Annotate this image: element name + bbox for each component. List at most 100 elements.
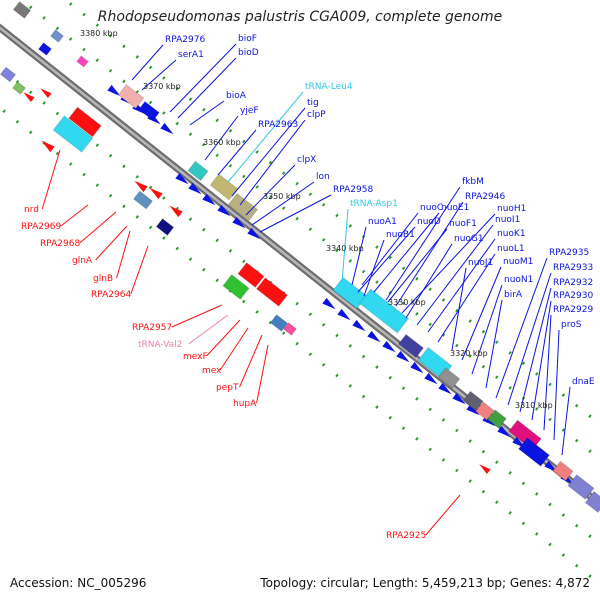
forward-gene xyxy=(352,319,366,332)
gene-label-nuoe1: nuoE1 xyxy=(441,203,469,213)
forward-gene xyxy=(188,182,202,195)
forward-gene xyxy=(202,193,216,206)
connector-line xyxy=(141,59,177,91)
connector-line xyxy=(471,284,503,375)
gene-label-yjef: yjeF xyxy=(240,106,259,116)
forward-gene xyxy=(382,340,396,353)
gene-block xyxy=(517,437,551,467)
gene-label-tig: tig xyxy=(307,98,319,108)
forward-gene xyxy=(217,204,231,217)
gene-block xyxy=(138,100,160,122)
forward-gene xyxy=(160,122,174,135)
connector-line xyxy=(251,181,315,226)
gene-block xyxy=(397,333,425,359)
gene-label-rpa2964: RPA2964 xyxy=(91,290,131,300)
connector-line xyxy=(363,239,385,297)
connector-line xyxy=(217,129,257,176)
connector-line xyxy=(239,334,263,388)
kbp-tick-label: 3310 kbp xyxy=(515,401,553,410)
gene-block xyxy=(358,288,410,334)
kbp-tick-label: 3360 kbp xyxy=(203,138,241,147)
gene-label-nuol1: nuoL1 xyxy=(497,244,525,254)
connector-line xyxy=(357,226,416,293)
connector-line xyxy=(116,230,131,279)
gene-label-trna-leu4: tRNA-Leu4 xyxy=(305,82,353,92)
connector-line xyxy=(385,186,461,301)
connector-line xyxy=(60,204,89,227)
connector-line xyxy=(461,266,502,361)
connector-line xyxy=(131,44,164,81)
gene-block xyxy=(462,390,484,412)
forward-gene xyxy=(232,216,246,229)
gene-label-nuok1: nuoK1 xyxy=(497,229,526,239)
connector-line xyxy=(79,211,117,244)
forward-gene xyxy=(337,308,351,321)
forward-gene xyxy=(367,330,381,343)
gene-label-rpa2968: RPA2968 xyxy=(40,239,80,249)
gene-label-rpa2958: RPA2958 xyxy=(333,185,373,195)
gene-block xyxy=(508,419,542,451)
forward-gene xyxy=(466,403,480,416)
gene-label-rpa2929: RPA2929 xyxy=(553,305,593,315)
gene-label-hupa: hupA xyxy=(233,399,257,409)
gene-label-trna-asp1: tRNA-Asp1 xyxy=(350,199,398,209)
gene-label-glna: glnA xyxy=(72,256,93,266)
kbp-tick-label: 3350 kbp xyxy=(263,192,301,201)
gene-arrow xyxy=(169,205,183,218)
kbp-tick-label: 3330 kbp xyxy=(388,298,426,307)
gene-block xyxy=(437,367,461,389)
gene-block xyxy=(0,66,17,83)
gene-label-rpa2932: RPA2932 xyxy=(553,278,593,288)
connector-line xyxy=(425,494,461,536)
connector-line xyxy=(204,115,239,161)
gene-label-biof: bioF xyxy=(238,34,257,44)
gene-label-rpa2930: RPA2930 xyxy=(553,291,593,301)
gene-label-nuob1: nuoB1 xyxy=(386,230,415,240)
gene-arrow xyxy=(134,180,148,193)
connector-line xyxy=(373,212,440,293)
gene-block xyxy=(49,29,65,43)
feature-blocks xyxy=(0,1,600,514)
topology-text: Topology: circular; Length: 5,459,213 bp… xyxy=(260,576,590,590)
gene-block xyxy=(227,192,259,222)
connector-line xyxy=(561,386,571,456)
forward-gene xyxy=(322,297,336,310)
gene-arrow xyxy=(40,88,52,99)
gene-label-nuoa1: nuoA1 xyxy=(368,217,397,227)
gene-label-nuoh1: nuoH1 xyxy=(497,204,526,214)
connector-line xyxy=(531,300,552,421)
kbp-tick-label: 3320 kbp xyxy=(450,349,488,358)
kbp-tick-label: 3370 kbp xyxy=(143,82,181,91)
gene-arrow xyxy=(23,92,35,103)
gene-block xyxy=(487,409,507,429)
connector-line xyxy=(231,107,306,197)
connector-line xyxy=(245,164,296,216)
gene-label-rpa2963: RPA2963 xyxy=(258,120,298,130)
forward-gene xyxy=(396,350,410,363)
connector-line xyxy=(219,327,249,371)
connector-line xyxy=(188,314,229,345)
gene-label-rpa2946: RPA2946 xyxy=(465,192,505,202)
gene-label-rpa2935: RPA2935 xyxy=(549,248,589,258)
gene-block xyxy=(76,55,89,68)
gene-label-biod: bioD xyxy=(238,48,259,58)
gene-label-rpa2957: RPA2957 xyxy=(132,323,172,333)
gene-label-glnb: glnB xyxy=(93,274,113,284)
gene-label-fkbm: fkbM xyxy=(462,177,484,187)
kbp-tick-label: 3340 kbp xyxy=(326,244,364,253)
forward-gene xyxy=(107,84,121,97)
connector-line xyxy=(361,212,419,286)
connector-line xyxy=(507,272,552,406)
gene-label-clpp: clpP xyxy=(307,110,326,120)
gene-label-nuod: nuoD xyxy=(417,217,441,227)
gene-block xyxy=(132,190,154,210)
gene-block xyxy=(187,160,209,182)
gene-label-rpa2976: RPA2976 xyxy=(165,35,205,45)
connector-line xyxy=(495,257,548,399)
gene-label-pept: pepT xyxy=(216,383,239,393)
gene-block xyxy=(567,474,595,500)
gene-label-dnae: dnaE xyxy=(572,377,595,387)
forward-gene xyxy=(247,227,261,240)
